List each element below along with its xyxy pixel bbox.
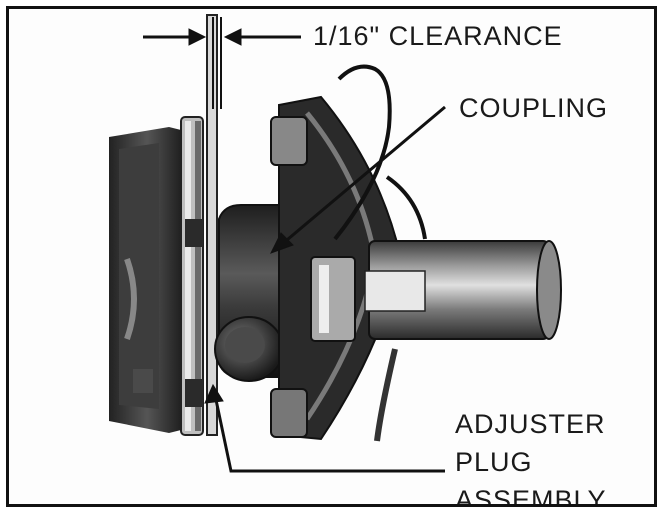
coupling-bolt-lower xyxy=(270,388,308,438)
clearance-label: 1/16" CLEARANCE xyxy=(313,21,563,51)
adjuster-label-line2: PLUG xyxy=(455,447,533,477)
coupling-wire xyxy=(333,64,392,241)
clearance-arrows xyxy=(143,17,301,109)
coupling-leader xyxy=(269,105,446,254)
steering-shaft xyxy=(364,240,562,340)
steering-coupling-illustration xyxy=(109,14,562,473)
adjuster-leader xyxy=(204,383,445,473)
coupling-bolt-upper xyxy=(270,116,308,166)
adjuster-plug-flange xyxy=(180,116,204,436)
figure-frame: 1/16" CLEARANCE COUPLING ADJUSTER PLUG A… xyxy=(6,6,657,507)
clearance-gauge-plate xyxy=(206,14,218,436)
coupling-label: COUPLING xyxy=(459,93,609,123)
adjuster-label-line1: ADJUSTER xyxy=(455,409,606,439)
gear-housing xyxy=(109,127,185,433)
adjuster-label-line3: ASSEMBLY xyxy=(455,485,607,507)
